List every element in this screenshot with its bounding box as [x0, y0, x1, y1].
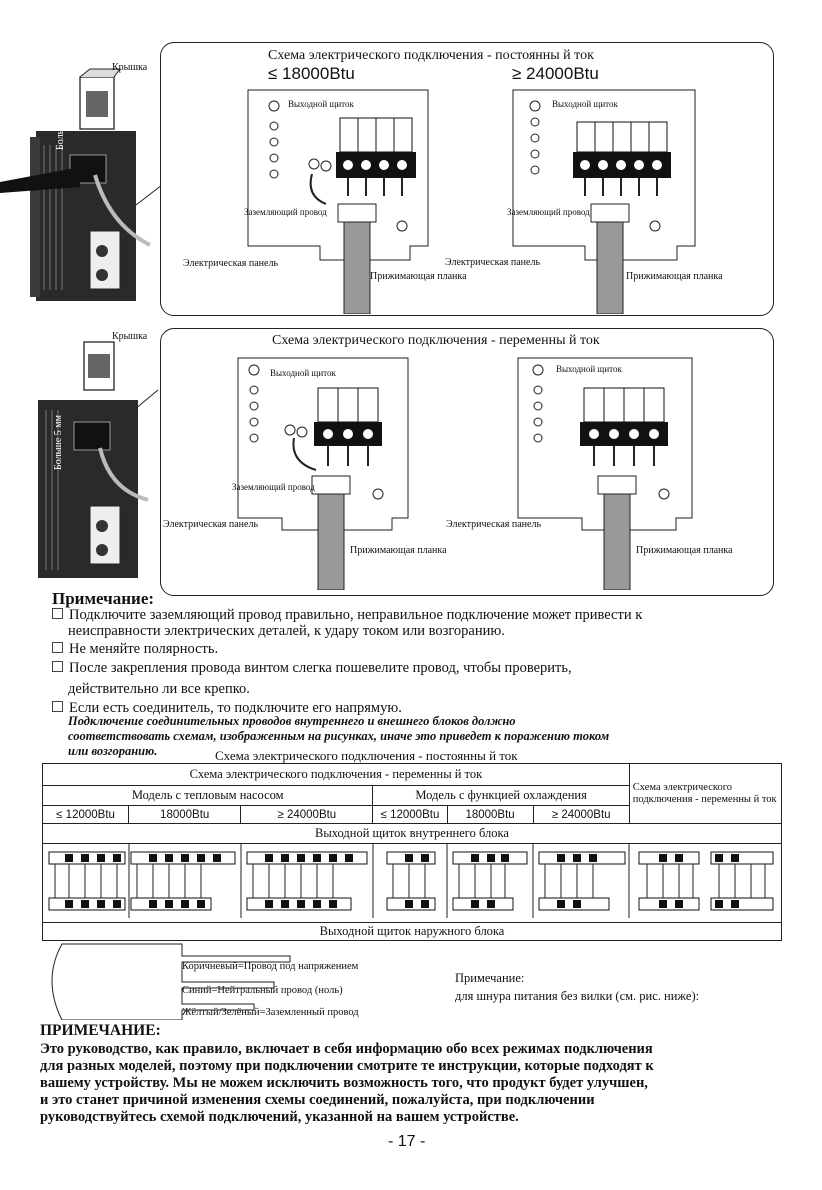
dc-header-cell: Схема электрического подключения - перем…	[628, 763, 783, 824]
col-1: ≤ 12000Btu	[41, 805, 130, 824]
dc-ground-label-left: Заземляющий провод	[244, 207, 327, 217]
note-item-1: Подключите заземляющий провод правильно,…	[52, 606, 642, 624]
col-2: 18000Btu	[128, 805, 242, 824]
dc-clamp-label-left: Прижимающая планка	[370, 271, 467, 282]
cooling-cell: Модель с функцией охлаждения	[372, 785, 630, 806]
dc-panel-left	[247, 89, 429, 314]
dc-panel-label-left: Электрическая панель	[183, 258, 278, 269]
ac-terminal-label-left: Выходной щиток	[270, 368, 336, 378]
dc-terminal-label-left: Выходной щиток	[288, 99, 354, 109]
cover-label: Крышка	[112, 62, 148, 73]
warning-line-2: соответствовать схемам, изображенным на …	[68, 729, 610, 743]
footer-line-3: вашему устройству. Мы не можем исключить…	[40, 1075, 648, 1091]
ground-wire-label: Жёлтый/Зелёный=Заземленный провод	[182, 1007, 359, 1018]
terminal-diagrams-svg	[48, 844, 774, 918]
checkbox-icon	[52, 661, 63, 672]
dc-clamp-label-right: Прижимающая планка	[626, 271, 723, 282]
footer-line-1: Это руководство, как правило, включает в…	[40, 1041, 653, 1057]
footer-line-4: и это станет причиной изменения схемы со…	[40, 1092, 595, 1108]
note-item-1-cont: неисправности электрических деталей, к у…	[68, 623, 505, 639]
ac-ground-label-left: Заземляющий провод	[232, 482, 315, 492]
ac-clamp-label-left: Прижимающая планка	[350, 545, 447, 556]
col-6: ≥ 24000Btu	[532, 805, 630, 824]
note-item-4: Если есть соединитель, то подключите его…	[52, 699, 402, 717]
dc-table-caption: Схема электрического подключения - посто…	[215, 748, 518, 763]
blue-wire-label: Синий=Нейтральный провод (ноль)	[182, 985, 343, 996]
ac-header-cell: Схема электрического подключения - перем…	[42, 763, 630, 786]
cord-note-text: для шнура питания без вилки (см. рис. ни…	[455, 989, 700, 1003]
gap-label-2: Больше 5 мм	[53, 415, 64, 470]
warning-line-1: Подключение соединительных проводов внут…	[68, 714, 516, 728]
ac-diagram-frame	[160, 328, 774, 596]
dc-diagram-frame	[160, 42, 774, 316]
gap-label: Больше 5 мм	[55, 95, 66, 150]
checkbox-icon	[52, 701, 63, 712]
col-4: ≤ 12000Btu	[372, 805, 448, 824]
note-item-2: Не меняйте полярность.	[52, 640, 218, 658]
terminal-diagrams	[42, 843, 782, 923]
note-item-3: После закрепления провода винтом слегка …	[52, 659, 572, 677]
dc-panel-right	[512, 89, 696, 314]
col-3: ≥ 24000Btu	[240, 805, 374, 824]
ac-panel-left	[237, 357, 409, 590]
page-number: - 17 -	[388, 1133, 426, 1150]
ac-clamp-label-right: Прижимающая планка	[636, 545, 733, 556]
footer-heading: ПРИМЕЧАНИЕ:	[40, 1022, 161, 1039]
col-5: 18000Btu	[446, 805, 534, 824]
ac-panel-label-right: Электрическая панель	[446, 519, 541, 530]
indoor-board-cell: Выходной щиток внутреннего блока	[42, 823, 782, 844]
dc-title: Схема электрического подключения - посто…	[268, 48, 594, 63]
outdoor-board-cell: Выходной щиток наружного блока	[42, 922, 782, 941]
brown-wire-label: Коричневый=Провод под напряжением	[182, 961, 359, 972]
note-item-3-cont: действительно ли все крепко.	[68, 681, 250, 697]
heat-pump-cell: Модель с тепловым насосом	[41, 785, 374, 806]
cord-note-title: Примечание:	[455, 971, 525, 985]
dc-ground-label-right: Заземляющий провод	[507, 207, 590, 217]
dc-terminal-label-right: Выходной щиток	[552, 99, 618, 109]
power-cord-illustration	[51, 943, 291, 1020]
dc-panel-label-right: Электрическая панель	[445, 257, 540, 268]
cover-label-2: Крышка	[112, 331, 148, 342]
warning-line-3: или возгоранию.	[68, 744, 158, 758]
checkbox-icon	[52, 608, 63, 619]
ac-title: Схема электрического подключения - перем…	[272, 333, 600, 348]
dc-left-rating: ≤ 18000Btu	[268, 64, 355, 83]
outdoor-unit-illustration-2	[38, 341, 159, 578]
wiring-table: Схема электрического подключения - перем…	[41, 763, 783, 941]
ac-panel-label-left: Электрическая панель	[163, 519, 258, 530]
outdoor-unit-illustration	[0, 68, 163, 301]
ac-terminal-label-right: Выходной щиток	[556, 364, 622, 374]
ac-panel-right	[517, 357, 693, 590]
notes-heading: Примечание:	[52, 589, 155, 608]
dc-right-rating: ≥ 24000Btu	[512, 64, 599, 83]
footer-line-2: для разных моделей, поэтому при подключе…	[40, 1058, 654, 1074]
footer-line-5: руководствуйтесь схемой подключений, ука…	[40, 1109, 519, 1125]
checkbox-icon	[52, 642, 63, 653]
